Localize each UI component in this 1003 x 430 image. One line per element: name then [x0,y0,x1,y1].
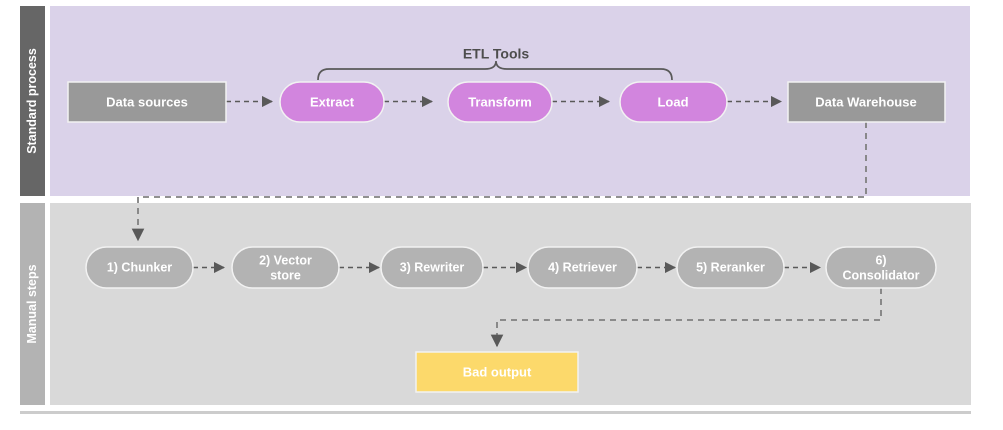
node-bad-output-label: Bad output [463,364,532,379]
node-load-label: Load [657,94,688,109]
band-manual-steps-label: Manual steps [25,264,39,343]
node-data-warehouse-label: Data Warehouse [815,94,916,109]
connector-consolidator-to-bad-output-path [490,288,882,348]
node-reranker[interactable]: 5) Reranker [676,246,785,289]
node-retriever[interactable]: 4) Retriever [527,246,638,289]
node-load-shape[interactable] [619,81,728,123]
node-chunker-shape[interactable] [85,246,194,289]
node-consolidator-shape[interactable] [825,246,937,289]
node-transform[interactable]: Transform [447,81,553,123]
node-extract[interactable]: Extract [279,81,385,123]
node-data-sources-shape[interactable] [67,81,227,123]
node-consolidator-label-line1: 6) [875,253,886,267]
node-extract-label: Extract [310,94,355,109]
etl-tools-bracket: ETL Tools [317,46,673,81]
node-load[interactable]: Load [619,81,728,123]
node-retriever-shape[interactable] [527,246,638,289]
node-bad-output-shape[interactable] [415,351,579,393]
node-reranker-label: 5) Reranker [696,260,765,274]
connector-warehouse-to-chunker-path [131,122,867,242]
band-standard-process-label: Standard process [25,48,39,154]
node-transform-label: Transform [468,94,532,109]
node-vector-store-label-line2: store [270,268,301,282]
band-manual-steps-header [20,203,45,405]
etl-tools-brace-path [317,60,673,81]
node-reranker-shape[interactable] [676,246,785,289]
node-retriever-label: 4) Retriever [548,260,617,274]
node-consolidator[interactable]: 6) Consolidator [825,246,937,289]
bottom-divider [20,411,971,414]
etl-tools-label: ETL Tools [463,46,530,62]
node-consolidator-label-line2: Consolidator [842,268,919,282]
node-rewriter[interactable]: 3) Rewriter [380,246,484,289]
node-data-sources[interactable]: Data sources [67,81,227,123]
node-data-warehouse[interactable]: Data Warehouse [787,81,946,123]
node-extract-shape[interactable] [279,81,385,123]
band-standard-process-header [20,6,45,196]
node-chunker[interactable]: 1) Chunker [85,246,194,289]
node-data-sources-label: Data sources [106,94,188,109]
node-vector-store-shape[interactable] [231,246,340,289]
node-bad-output[interactable]: Bad output [415,351,579,393]
node-transform-shape[interactable] [447,81,553,123]
connector-consolidator-to-bad-output [490,288,882,348]
connector-warehouse-to-chunker [131,122,867,242]
node-rewriter-shape[interactable] [380,246,484,289]
node-chunker-label: 1) Chunker [107,260,172,274]
node-vector-store[interactable]: 2) Vector store [231,246,340,289]
node-vector-store-label-line1: 2) Vector [259,253,312,267]
node-rewriter-label: 3) Rewriter [400,260,465,274]
node-data-warehouse-shape[interactable] [787,81,946,123]
